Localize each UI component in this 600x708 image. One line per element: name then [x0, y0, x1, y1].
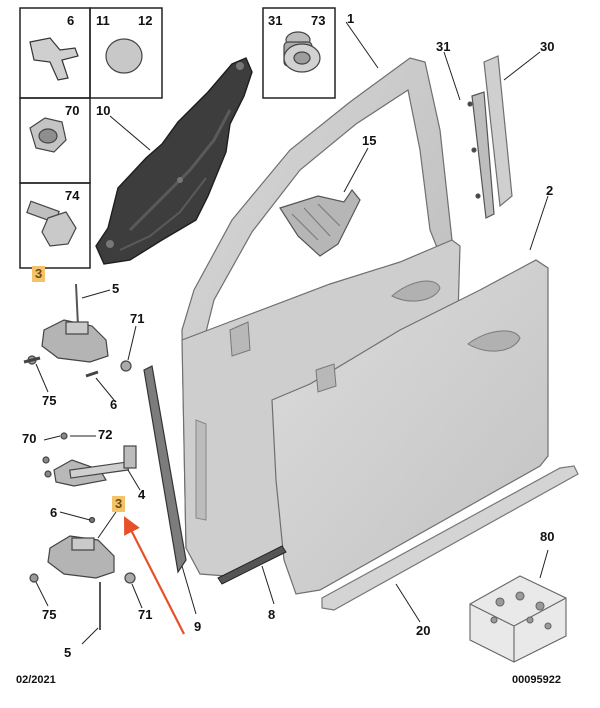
- callout-31: 31: [436, 39, 451, 54]
- callout-70-mid: 70: [22, 431, 37, 446]
- bolt-part-74: [26, 200, 77, 247]
- callout-75-upper: 75: [42, 393, 57, 408]
- callout-3-upper: 3: [32, 266, 46, 282]
- callout-72: 72: [98, 427, 113, 442]
- callout-6-top: 6: [67, 13, 75, 28]
- bracket-part-15: [279, 188, 361, 257]
- lower-moulding-part-20: [321, 465, 579, 611]
- callout-5-upper: 5: [112, 281, 120, 296]
- window-regulator-plate: [95, 57, 253, 265]
- pillar-seal-part-9: [143, 365, 187, 574]
- plug-part-12: [105, 38, 143, 74]
- leader-lines: [35, 21, 549, 645]
- door-check-strap-assembly: [42, 432, 137, 487]
- callout-12: 12: [138, 13, 153, 28]
- callout-20: 20: [416, 623, 431, 638]
- trim-strip-part-30: [483, 55, 513, 208]
- callout-6-low: 6: [50, 505, 58, 520]
- nut-part-70: [29, 117, 67, 153]
- callout-71-upper: 71: [130, 311, 145, 326]
- callout-5-lower: 5: [64, 645, 72, 660]
- callout-74: 74: [65, 188, 80, 203]
- highlight-arrow: [124, 516, 185, 635]
- callout-31-box: 31: [268, 13, 283, 28]
- callout-2: 2: [546, 183, 554, 198]
- callout-15: 15: [362, 133, 377, 148]
- callout-4: 4: [138, 487, 146, 502]
- grommet-part-73: [283, 31, 321, 73]
- callout-30: 30: [540, 39, 555, 54]
- callout-70-box: 70: [65, 103, 80, 118]
- callout-73: 73: [311, 13, 326, 28]
- clip-strip-part-31: [467, 91, 495, 219]
- callout-6-mid: 6: [110, 397, 118, 412]
- callout-8: 8: [268, 607, 276, 622]
- callout-11: 11: [96, 13, 110, 28]
- callout-71-lower: 71: [138, 607, 153, 622]
- door-outer-skin-part-2: [271, 259, 549, 595]
- upper-hinge-assembly: [23, 283, 132, 378]
- footer-ref: 00095922: [512, 674, 561, 686]
- callout-1: 1: [347, 11, 355, 26]
- parts-box-grid: [19, 7, 336, 269]
- callout-9: 9: [194, 619, 202, 634]
- sill-strip-part-8: [217, 545, 287, 585]
- callout-10: 10: [96, 103, 111, 118]
- footer-date: 02/2021: [16, 674, 56, 686]
- callout-3-lower: 3: [112, 496, 126, 512]
- callout-80: 80: [540, 529, 555, 544]
- callout-75-lower: 75: [42, 607, 57, 622]
- clip-part-6: [29, 37, 79, 81]
- clip-kit-box-part-80: [469, 575, 567, 663]
